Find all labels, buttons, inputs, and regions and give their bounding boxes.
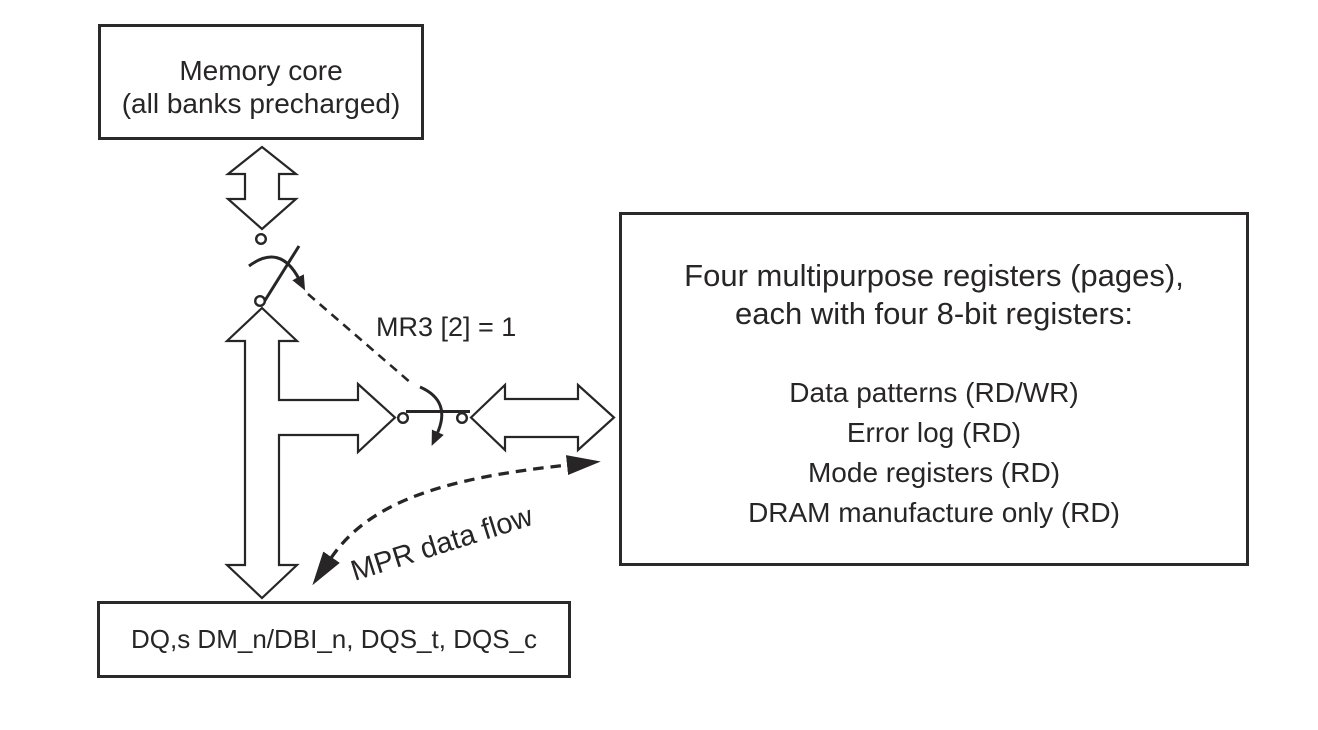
memory-core-box: Memory core (all banks precharged) bbox=[98, 24, 424, 140]
switch1-blade bbox=[262, 245, 301, 303]
register-type-list: Data patterns (RD/WR) Error log (RD) Mod… bbox=[748, 373, 1120, 533]
switch1-rotation-arc bbox=[248, 255, 306, 291]
switch2-right-contact bbox=[456, 412, 469, 425]
switch1-bottom-contact bbox=[253, 295, 266, 308]
memory-core-line1: Memory core bbox=[179, 55, 343, 86]
register-item-dram-manufacture: DRAM manufacture only (RD) bbox=[748, 497, 1120, 528]
register-item-error-log: Error log (RD) bbox=[846, 417, 1022, 448]
register-item-mode-registers: Mode registers (RD) bbox=[807, 457, 1061, 488]
switch2-rotation-arc bbox=[419, 385, 444, 446]
register-item-data-patterns: Data patterns (RD/WR) bbox=[789, 377, 1079, 408]
switch1-top-contact bbox=[255, 232, 268, 245]
dq-bidirectional-arrow-with-branch bbox=[224, 306, 397, 600]
register-heading-line2: each with four 8-bit registers: bbox=[734, 296, 1133, 331]
multipurpose-registers-box: Four multipurpose registers (pages), eac… bbox=[619, 212, 1249, 566]
register-box-heading: Four multipurpose registers (pages), eac… bbox=[684, 257, 1184, 333]
mpr-data-flow-dashed-arrow bbox=[312, 455, 601, 586]
dq-signals-box: DQ,s DM_n/DBI_n, DQS_t, DQS_c bbox=[97, 601, 571, 678]
memory-core-line2: (all banks precharged) bbox=[121, 88, 401, 119]
dq-signals-label: DQ,s DM_n/DBI_n, DQS_t, DQS_c bbox=[130, 624, 537, 654]
memory-to-switch-bidirectional-arrow bbox=[224, 145, 300, 231]
register-bidirectional-arrow bbox=[469, 382, 616, 453]
register-heading-line1: Four multipurpose registers (pages), bbox=[684, 258, 1184, 293]
mr3-mode-register-label: MR3 [2] = 1 bbox=[376, 312, 517, 342]
mr3-control-dashed-line bbox=[307, 293, 412, 384]
switch2-left-contact bbox=[397, 412, 410, 425]
